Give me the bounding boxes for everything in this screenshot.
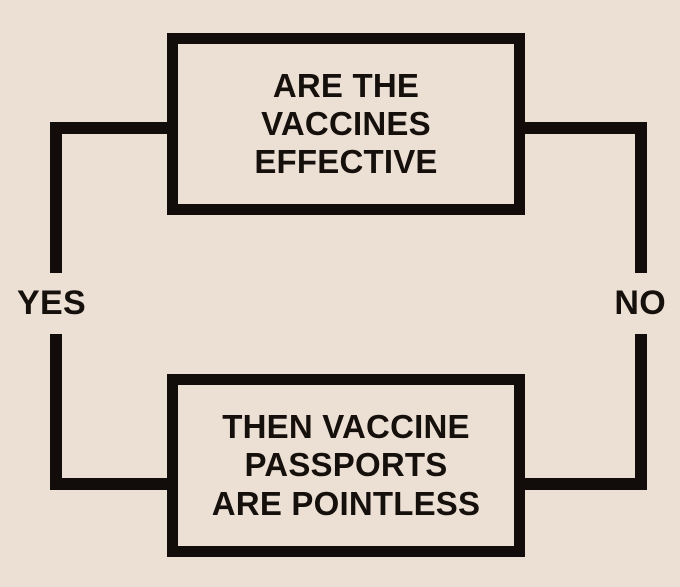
connector-left-vertical-lower [50, 334, 62, 490]
branch-label-yes: YES [17, 284, 86, 322]
connector-bottom-right-horizontal [520, 478, 647, 490]
decision-node-question-text: ARE THE VACCINES EFFECTIVE [254, 66, 438, 181]
branch-label-no: NO [614, 284, 666, 322]
connector-bottom-left-horizontal [50, 478, 172, 490]
connector-top-right-horizontal [520, 122, 647, 134]
connector-top-left-horizontal [50, 122, 172, 134]
statement-node-conclusion-text: THEN VACCINE PASSPORTS ARE POINTLESS [211, 408, 481, 522]
connector-left-vertical-upper [50, 122, 62, 273]
statement-node-conclusion: THEN VACCINE PASSPORTS ARE POINTLESS [167, 374, 525, 557]
decision-node-question: ARE THE VACCINES EFFECTIVE [167, 33, 525, 215]
connector-right-vertical-upper [635, 122, 647, 273]
connector-right-vertical-lower [635, 334, 647, 490]
